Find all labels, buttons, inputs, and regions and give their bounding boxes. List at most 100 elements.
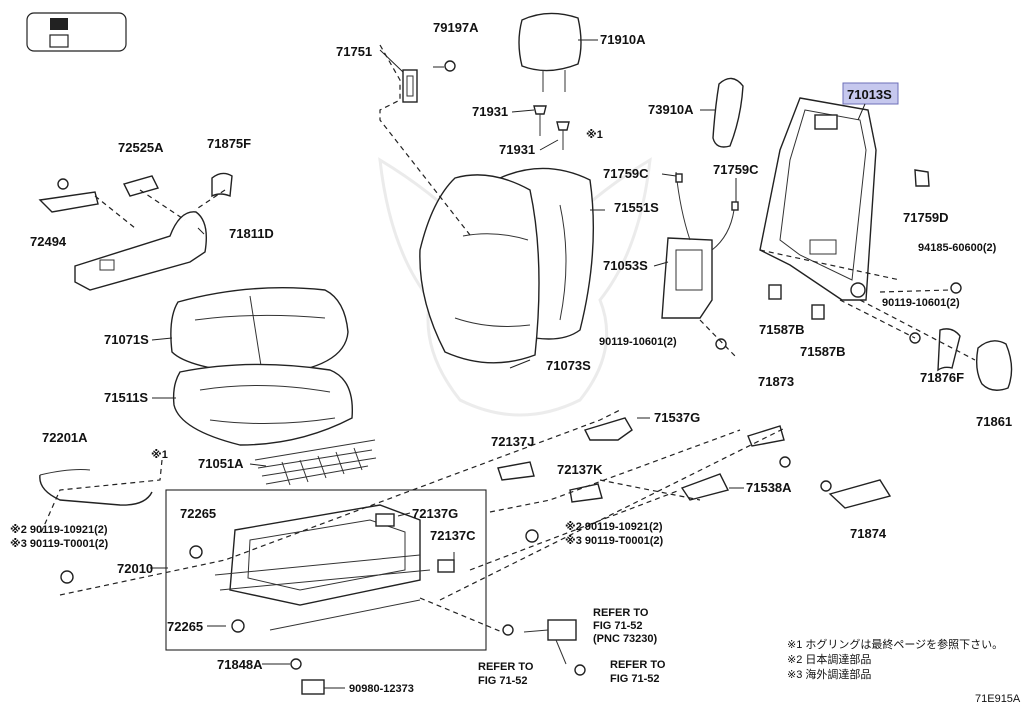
label-79197A[interactable]: 79197A (433, 20, 479, 35)
label-71071S[interactable]: 71071S (104, 332, 149, 347)
pad-73910A[interactable] (712, 77, 744, 148)
bracket-71537G[interactable] (584, 417, 633, 441)
label-71587B-b[interactable]: 71587B (800, 344, 846, 359)
leader-lines (150, 39, 866, 689)
footnote-3: ※3 海外調達部品 (787, 667, 871, 681)
guide-71751[interactable] (402, 69, 418, 103)
clip-71759D[interactable] (914, 169, 930, 187)
clip-79197A[interactable] (444, 60, 456, 72)
refer-3-line1[interactable]: REFER TO (610, 659, 666, 671)
note-3-left: ※3 90119-T0001(2) (10, 538, 108, 550)
bolt-90119-10601-left[interactable] (715, 338, 727, 350)
label-71511S[interactable]: 71511S (104, 390, 148, 405)
seat-track-72010[interactable] (189, 504, 455, 633)
label-71874[interactable]: 71874 (850, 526, 887, 541)
connector-lines (39, 44, 976, 633)
wire-harness-72201A[interactable] (39, 469, 153, 506)
label-71013S[interactable]: 71013S (847, 87, 892, 102)
label-71759C-b[interactable]: 71759C (713, 162, 759, 177)
cover-71861[interactable] (975, 340, 1013, 391)
label-72137K[interactable]: 72137K (557, 462, 603, 477)
label-72137J[interactable]: 72137J (491, 434, 534, 449)
cover-71875F[interactable] (211, 172, 233, 198)
label-72265-a[interactable]: 72265 (180, 506, 216, 521)
refer-1-line3[interactable]: (PNC 73230) (593, 633, 658, 645)
footnote-1: ※1 ホグリングは最終ページを参照下さい。 (787, 637, 1003, 651)
label-71931-b[interactable]: 71931 (499, 142, 535, 157)
label-72265-b[interactable]: 72265 (167, 619, 203, 634)
refer-2-line1[interactable]: REFER TO (478, 661, 534, 673)
seat-pad-71511S[interactable] (172, 363, 354, 446)
label-71051A[interactable]: 71051A (198, 456, 244, 471)
bracket-71587B-b[interactable] (811, 304, 825, 320)
label-71751[interactable]: 71751 (336, 44, 372, 59)
label-71538A[interactable]: 71538A (746, 480, 792, 495)
label-90119-10601-left[interactable]: 90119-10601(2) (599, 336, 677, 348)
figure-code: 71E915A (975, 693, 1021, 705)
cover-71876F[interactable] (937, 328, 961, 372)
lever-72494[interactable] (38, 178, 99, 213)
label-71811D[interactable]: 71811D (229, 226, 274, 241)
label-71875F[interactable]: 71875F (207, 136, 251, 151)
label-72137G[interactable]: 72137G (412, 506, 458, 521)
label-71759D[interactable]: 71759D (903, 210, 949, 225)
refer-3-line2[interactable]: FIG 71-52 (610, 673, 660, 685)
part-labels: 79197A 71751 71910A 72525A 71875F 72494 … (10, 20, 1021, 705)
bracket-71587B-a[interactable] (768, 284, 782, 300)
label-90119-10601-right[interactable]: 90119-10601(2) (882, 297, 960, 309)
note-3-right: ※3 90119-T0001(2) (565, 535, 663, 547)
note-2-left: ※2 90119-10921(2) (10, 524, 108, 536)
label-71910A[interactable]: 71910A (600, 32, 646, 47)
note-2-right: ※2 90119-10921(2) (565, 521, 663, 533)
nut-94185-60600[interactable] (950, 282, 962, 294)
label-71848A[interactable]: 71848A (217, 657, 263, 672)
refer-1-line2[interactable]: FIG 71-52 (593, 620, 643, 632)
footnote-2: ※2 日本調達部品 (787, 652, 871, 666)
label-71861[interactable]: 71861 (976, 414, 1012, 429)
refer-1-line1[interactable]: REFER TO (593, 607, 649, 619)
note-marker-1a: ※1 (586, 129, 603, 141)
bracket-71874[interactable] (820, 479, 892, 509)
label-72201A[interactable]: 72201A (42, 430, 88, 445)
label-71931-a[interactable]: 71931 (472, 104, 508, 119)
bracket-71538A[interactable] (680, 473, 730, 501)
bolt-90119-10921-right[interactable] (525, 529, 539, 543)
label-71873[interactable]: 71873 (758, 374, 794, 389)
clip-72137J[interactable] (497, 461, 535, 481)
bolt-71848A[interactable] (290, 658, 302, 670)
label-71551S[interactable]: 71551S (614, 200, 659, 215)
label-71759C-a[interactable]: 71759C (603, 166, 649, 181)
label-71587B-a[interactable]: 71587B (759, 322, 805, 337)
label-94185-60600[interactable]: 94185-60600(2) (918, 242, 997, 254)
bolt-90119-10921-left[interactable] (60, 570, 74, 584)
label-73910A[interactable]: 73910A (648, 102, 694, 117)
seatback-frame-71013S[interactable] (759, 97, 877, 301)
knob-72525A[interactable] (122, 175, 160, 197)
seat-track-box-72010 (165, 489, 487, 651)
legend-box (26, 12, 127, 52)
label-72010[interactable]: 72010 (117, 561, 153, 576)
seat-belt-buckle[interactable] (502, 619, 586, 676)
lumbar-support-71053S[interactable] (661, 171, 739, 319)
support-71931[interactable] (533, 105, 570, 150)
cap-90980-12373[interactable] (301, 679, 325, 695)
seat-cushion-71071S[interactable] (170, 287, 349, 376)
label-72525A[interactable]: 72525A (118, 140, 164, 155)
label-72494[interactable]: 72494 (30, 234, 67, 249)
headrest-71910A[interactable] (518, 12, 582, 92)
label-90980-12373[interactable]: 90980-12373 (349, 683, 414, 695)
highlight-71013S (842, 82, 899, 105)
refer-2-line2[interactable]: FIG 71-52 (478, 675, 528, 687)
spring-mat-71051A[interactable] (254, 439, 377, 486)
label-72137C[interactable]: 72137C (430, 528, 476, 543)
label-71053S[interactable]: 71053S (603, 258, 648, 273)
bracket-71873[interactable] (747, 425, 791, 468)
shield-71811D[interactable] (74, 211, 208, 291)
label-71537G[interactable]: 71537G (654, 410, 700, 425)
label-71073S[interactable]: 71073S (546, 358, 591, 373)
seatback-cover-71073S[interactable] (419, 167, 595, 364)
label-71876F[interactable]: 71876F (920, 370, 964, 385)
note-marker-1b: ※1 (151, 449, 168, 461)
